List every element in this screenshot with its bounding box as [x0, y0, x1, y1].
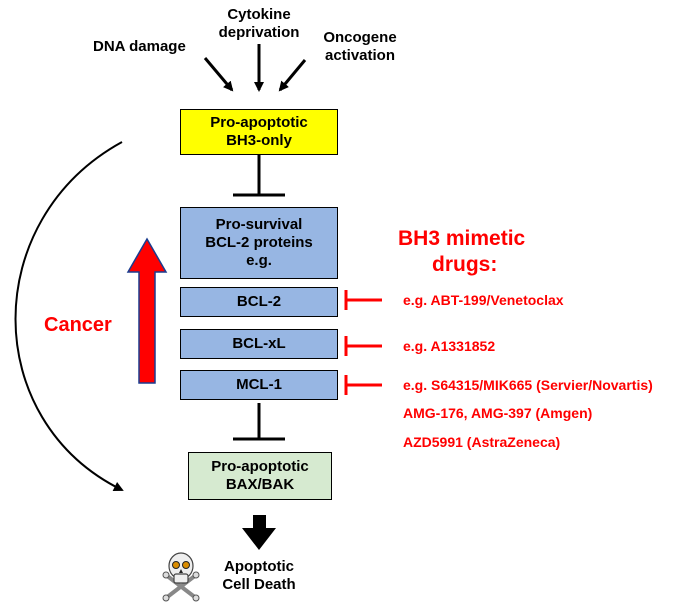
oncogene-arrow	[278, 59, 307, 92]
drug-bclxl-name: e.g. A1331852	[403, 338, 496, 354]
drug-mcl1-name-2: AMG-176, AMG-397 (Amgen)	[403, 405, 593, 421]
mimetic-line2: drugs:	[432, 253, 498, 276]
bh3-mimetic-heading: BH3 mimetic drugs:	[398, 226, 525, 278]
oncogene-line2: activation	[324, 47, 396, 64]
cytokine-line2: deprivation	[218, 24, 300, 41]
drug-bcl2-name: e.g. ABT-199/Venetoclax	[403, 292, 564, 308]
cancer-up-arrow	[126, 237, 168, 384]
bcl2-label: BCL-2	[236, 293, 282, 310]
cancer-label: Cancer	[44, 314, 112, 336]
drug-mcl1-name-3: AZD5991 (AstraZeneca)	[403, 434, 561, 450]
bcl2-box: BCL-2	[180, 287, 338, 317]
cytokine-deprivation-label: Cytokine deprivation	[200, 6, 318, 42]
cancer-bypass-curve	[14, 141, 124, 491]
prosurvival-line1: Pro-survival	[215, 216, 303, 233]
cytokine-line1: Cytokine	[227, 6, 291, 23]
drug-mcl1-name-1: e.g. S64315/MIK665 (Servier/Novartis)	[403, 377, 653, 393]
bh3-only-line2: BH3-only	[226, 132, 292, 149]
bclxl-box: BCL-xL	[180, 329, 338, 359]
dna-damage-arrow	[203, 57, 234, 92]
dna-damage-label: DNA damage	[93, 38, 186, 55]
mcl1-label: MCL-1	[236, 376, 282, 393]
oncogene-line1: Oncogene	[323, 29, 397, 46]
apoptotic-cell-death-label: Apoptotic Cell Death	[212, 558, 306, 594]
death-arrow	[242, 515, 276, 550]
mcl1-box: MCL-1	[180, 370, 338, 400]
mimetic-line1: BH3 mimetic	[398, 227, 526, 250]
skull-crossbones-icon	[162, 552, 200, 602]
bclxl-label: BCL-xL	[232, 335, 286, 352]
bh3-only-line1: Pro-apoptotic	[210, 114, 308, 131]
baxbak-line1: Pro-apoptotic	[211, 458, 309, 475]
baxbak-line2: BAX/BAK	[225, 476, 295, 493]
death-line1: Apoptotic	[224, 558, 294, 575]
baxbak-box: Pro-apoptotic BAX/BAK	[188, 452, 332, 500]
prosurvival-box: Pro-survival BCL-2 proteins e.g.	[180, 207, 338, 279]
oncogene-activation-label: Oncogene activation	[310, 29, 410, 65]
bh3-only-box: Pro-apoptotic BH3-only	[180, 109, 338, 155]
prosurvival-line2: BCL-2 proteins	[205, 234, 313, 251]
prosurvival-line3: e.g.	[246, 252, 272, 269]
death-line2: Cell Death	[222, 576, 296, 593]
